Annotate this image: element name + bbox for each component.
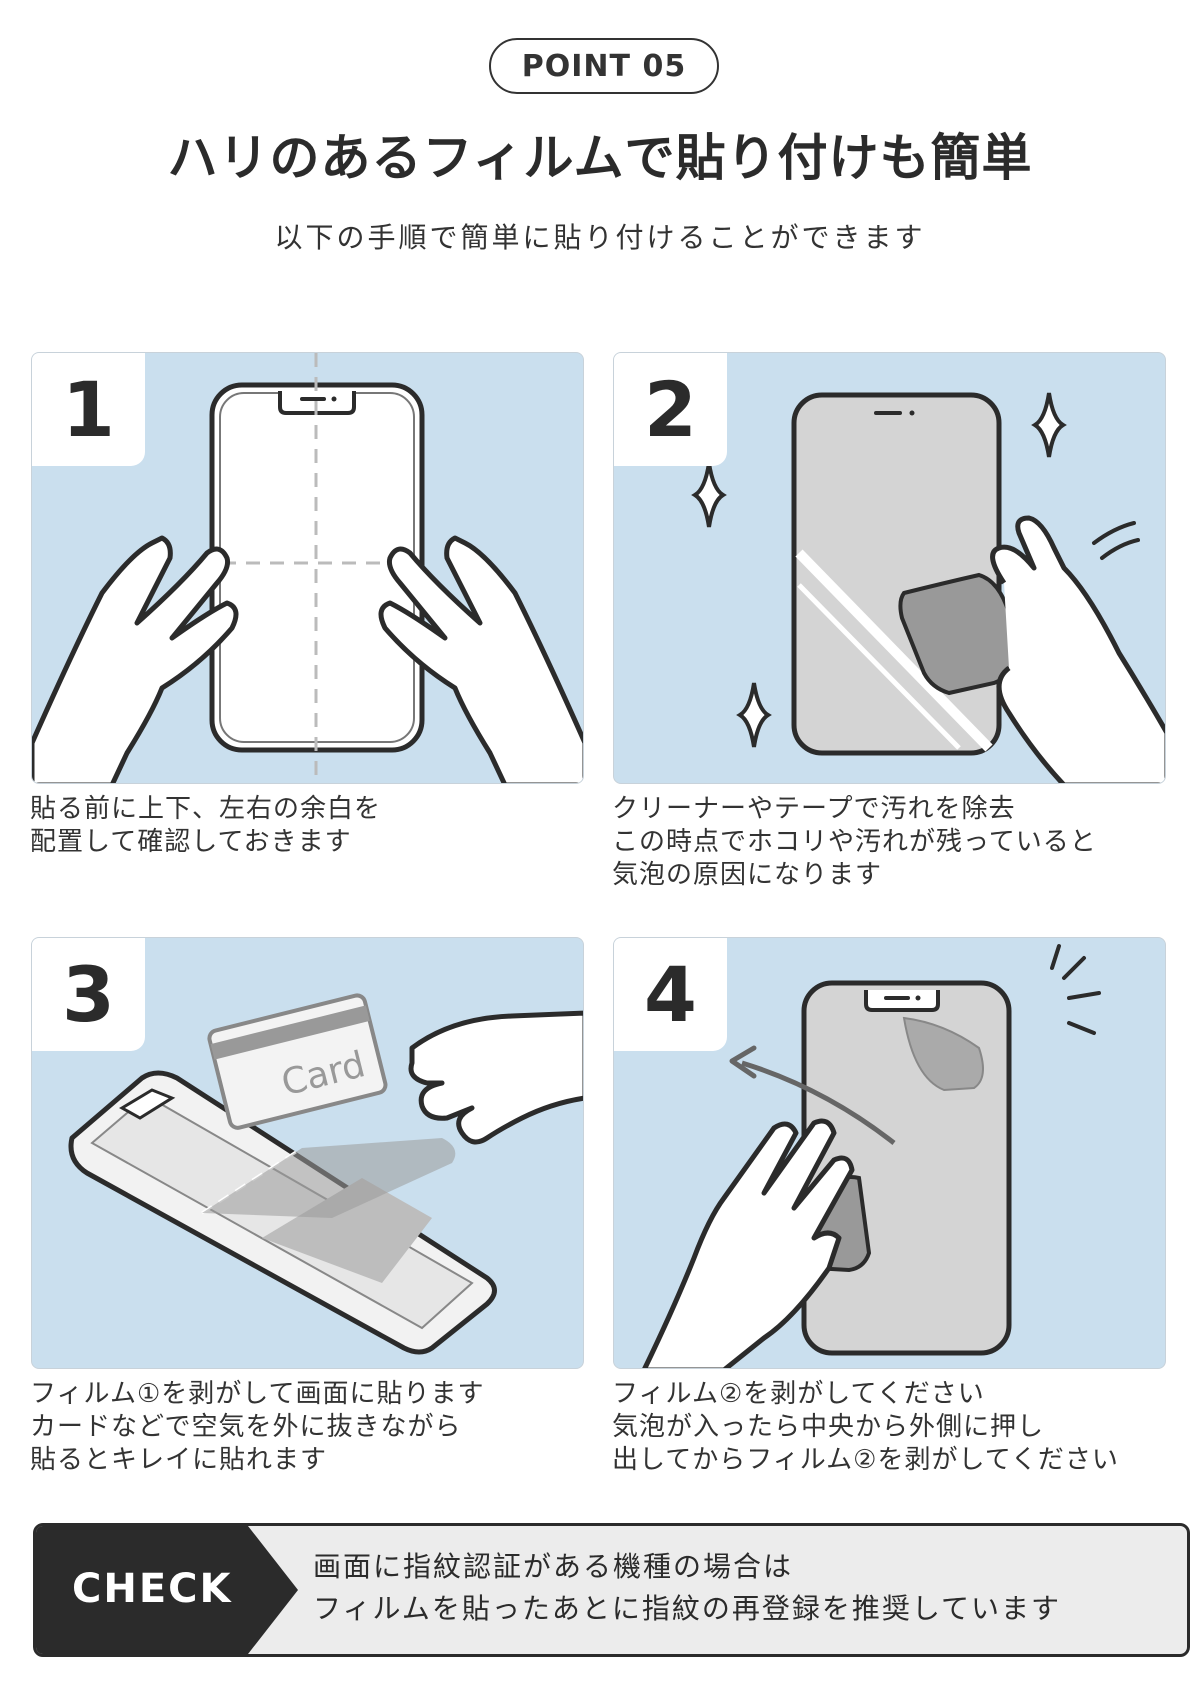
step-4-peel-film-icon [642, 944, 1101, 1368]
step-1-caption: 貼る前に上下、左右の余白を 配置して確認しておきます [30, 793, 590, 859]
caption-line: フィルム②を剥がしてください [612, 1379, 985, 1409]
caption-line: クリーナーやテープで汚れを除去 [612, 794, 1016, 824]
caption-line: 貼るとキレイに貼れます [30, 1445, 328, 1475]
caption-line: 気泡の原因になります [612, 860, 883, 890]
step-number: 2 [614, 353, 727, 466]
step-number: 3 [32, 938, 145, 1051]
caption-line: カードなどで空気を外に抜きながら [30, 1412, 462, 1442]
step-3-apply-film-icon: Card [68, 993, 583, 1355]
step-2-clean-phone-icon [691, 392, 1165, 783]
step-3-caption: フィルム①を剥がして画面に貼ります カードなどで空気を外に抜きながら 貼るとキレ… [30, 1378, 590, 1477]
step-2-caption: クリーナーやテープで汚れを除去 この時点でホコリや汚れが残っていると 気泡の原因… [612, 793, 1172, 892]
step-3-illustration: Card 3 [31, 937, 584, 1369]
check-label-box: CHECK [36, 1526, 298, 1654]
check-notice: CHECK 画面に指紋認証がある機種の場合は フィルムを貼ったあとに指紋の再登録… [33, 1523, 1190, 1657]
step-2-illustration: 2 [613, 352, 1166, 784]
caption-line: 気泡が入ったら中央から外側に押し [612, 1412, 1045, 1442]
step-4-illustration: 4 [613, 937, 1166, 1369]
caption-line: フィルム①を剥がして画面に貼ります [30, 1379, 485, 1409]
point-badge: POINT 05 [489, 38, 719, 94]
caption-line: この時点でホコリや汚れが残っていると [612, 827, 1097, 857]
check-line: 画面に指紋認証がある機種の場合は [313, 1550, 794, 1583]
caption-line: 配置して確認しておきます [30, 827, 352, 857]
check-line: フィルムを貼ったあとに指紋の再登録を推奨しています [313, 1592, 1062, 1625]
caption-line: 出してからフィルム②を剥がしてください [612, 1445, 1119, 1475]
page-title: ハリのあるフィルムで貼り付けも簡単 [167, 129, 1033, 187]
step-number: 1 [32, 353, 145, 466]
step-number: 4 [614, 938, 727, 1051]
step-1-illustration: 1 [31, 352, 584, 784]
step-4-caption: フィルム②を剥がしてください 気泡が入ったら中央から外側に押し 出してからフィル… [612, 1378, 1172, 1477]
check-label: CHECK [72, 1566, 233, 1612]
step-1-align-phone-icon [32, 353, 583, 783]
check-text: 画面に指紋認証がある機種の場合は フィルムを貼ったあとに指紋の再登録を推奨してい… [313, 1546, 1061, 1630]
caption-line: 貼る前に上下、左右の余白を [30, 794, 382, 824]
page-subtitle: 以下の手順で簡単に貼り付けることができます [274, 221, 926, 254]
